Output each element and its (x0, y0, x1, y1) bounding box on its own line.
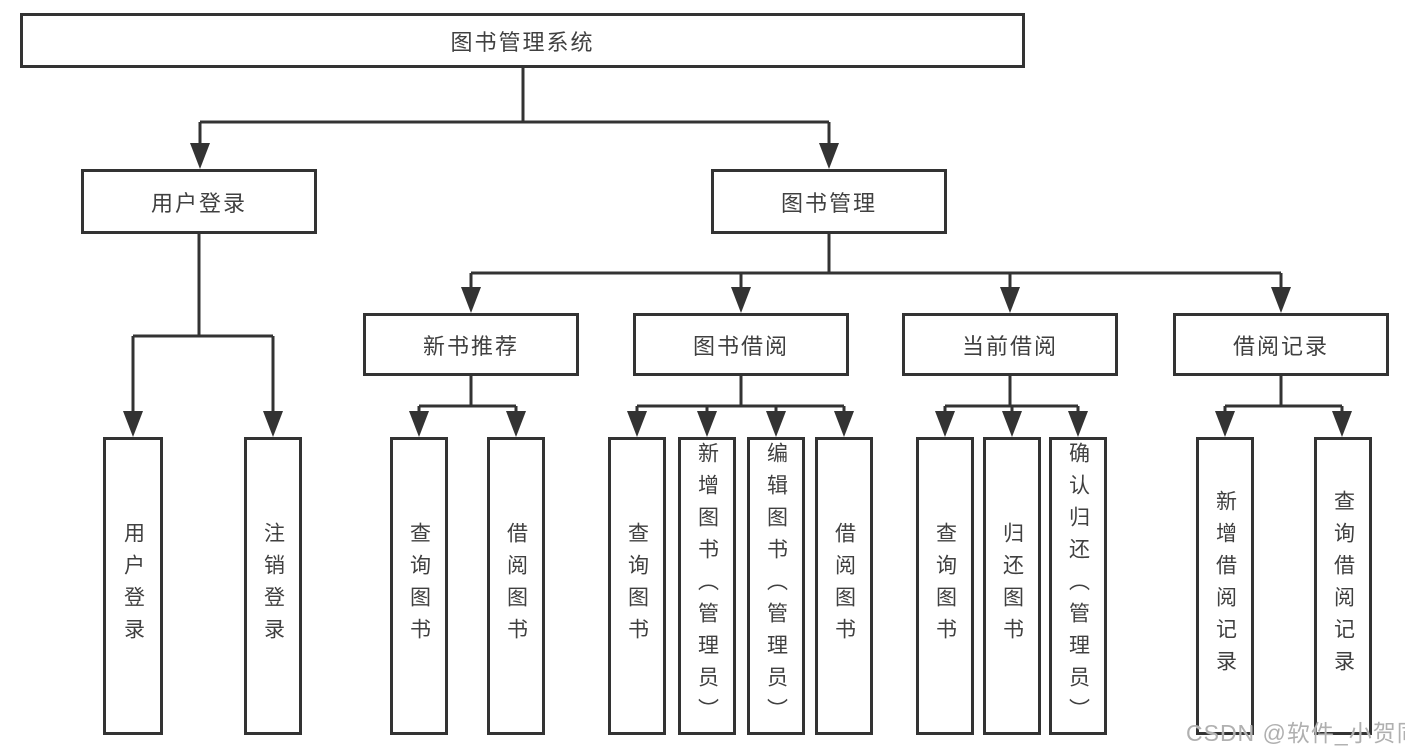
arrow-down-icon (506, 411, 526, 437)
node-user-login-label: 用户登录 (150, 190, 247, 216)
leaf-confirm-return-admin: 确认归还（管理员） (1049, 437, 1107, 735)
leaf-return-books: 归还图书 (983, 437, 1041, 735)
arrow-down-icon (263, 411, 283, 437)
arrow-down-icon (461, 287, 481, 313)
arrow-down-icon (1068, 411, 1088, 437)
leaf-query-borrow-record: 查询借阅记录 (1314, 437, 1372, 735)
arrow-down-icon (409, 411, 429, 437)
leaf-borrow-books: 借阅图书 (815, 437, 873, 735)
node-user-login: 用户登录 (81, 169, 317, 234)
leaf-borrow-books-label: 借阅图书 (832, 522, 856, 650)
leaf-query-books-recommend: 查询图书 (390, 437, 448, 735)
node-book-borrowing: 图书借阅 (633, 313, 849, 376)
node-current-borrowing: 当前借阅 (902, 313, 1118, 376)
leaf-add-books-admin-label: 新增图书（管理员） (695, 442, 719, 730)
node-book-borrowing-label: 图书借阅 (692, 333, 789, 359)
leaf-add-borrow-record-label: 新增借阅记录 (1213, 490, 1237, 682)
arrow-down-icon (766, 411, 786, 437)
leaf-user-login: 用户登录 (103, 437, 163, 735)
leaf-query-borrow-record-label: 查询借阅记录 (1331, 490, 1355, 682)
leaf-return-books-label: 归还图书 (1000, 522, 1024, 650)
node-new-book-recommendation: 新书推荐 (363, 313, 579, 376)
node-library-management-system: 图书管理系统 (20, 13, 1025, 68)
arrow-down-icon (819, 143, 839, 169)
arrow-down-icon (935, 411, 955, 437)
node-borrowing-records-label: 借阅记录 (1232, 333, 1329, 359)
leaf-user-login-label: 用户登录 (121, 522, 145, 650)
leaf-add-books-admin: 新增图书（管理员） (678, 437, 736, 735)
leaf-edit-books-admin: 编辑图书（管理员） (747, 437, 805, 735)
arrow-down-icon (190, 143, 210, 169)
arrow-down-icon (1332, 411, 1352, 437)
node-book-management: 图书管理 (711, 169, 947, 234)
leaf-query-books-current-label: 查询图书 (933, 522, 957, 650)
leaf-add-borrow-record: 新增借阅记录 (1196, 437, 1254, 735)
arrow-down-icon (123, 411, 143, 437)
leaf-query-books-borrowing-label: 查询图书 (625, 522, 649, 650)
arrow-down-icon (627, 411, 647, 437)
node-library-management-system-label: 图书管理系统 (450, 29, 595, 55)
leaf-query-books-recommend-label: 查询图书 (407, 522, 431, 650)
node-book-management-label: 图书管理 (780, 190, 877, 216)
leaf-confirm-return-admin-label: 确认归还（管理员） (1066, 442, 1090, 730)
leaf-query-books-borrowing: 查询图书 (608, 437, 666, 735)
arrow-down-icon (1002, 411, 1022, 437)
arrow-down-icon (731, 287, 751, 313)
node-current-borrowing-label: 当前借阅 (961, 333, 1058, 359)
leaf-borrow-books-recommend-label: 借阅图书 (504, 522, 528, 650)
leaf-query-books-current: 查询图书 (916, 437, 974, 735)
arrow-down-icon (697, 411, 717, 437)
arrow-down-icon (1271, 287, 1291, 313)
leaf-logout: 注销登录 (244, 437, 302, 735)
node-borrowing-records: 借阅记录 (1173, 313, 1389, 376)
node-new-book-recommendation-label: 新书推荐 (422, 333, 519, 359)
arrow-down-icon (1215, 411, 1235, 437)
arrow-down-icon (1000, 287, 1020, 313)
arrow-down-icon (834, 411, 854, 437)
leaf-borrow-books-recommend: 借阅图书 (487, 437, 545, 735)
leaf-edit-books-admin-label: 编辑图书（管理员） (764, 442, 788, 730)
leaf-logout-label: 注销登录 (261, 522, 285, 650)
